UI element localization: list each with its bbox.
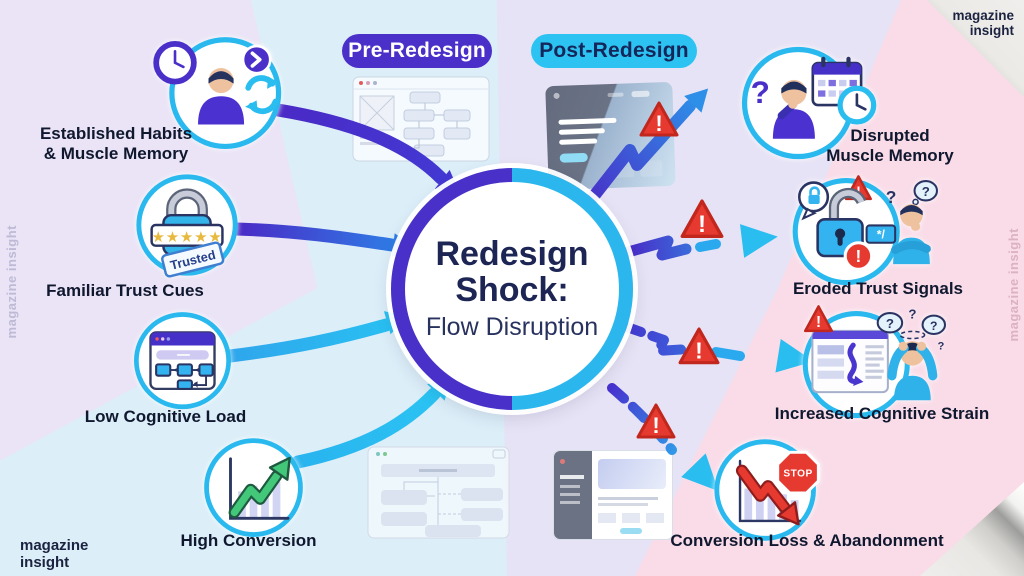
item-label-low-cognitive: Low Cognitive Load — [84, 407, 247, 426]
confused-user-avatar: ? ? — [886, 180, 938, 265]
simple-flowchart-window-icon — [134, 312, 231, 410]
svg-text:?: ? — [886, 316, 894, 331]
svg-text:?: ? — [886, 187, 897, 207]
broken-lock-alert-icon: ! */ ! ? ? — [792, 175, 938, 286]
center-circle: Redesign Shock: Flow Disruption — [391, 168, 633, 410]
arrow-post-strain — [619, 321, 814, 373]
item-label-established-habits: Established Habits & Muscle Memory — [39, 124, 193, 164]
password-field-icon: */ — [865, 224, 897, 244]
pre-redesign-badge: Pre-Redesign — [342, 34, 492, 68]
arrow-post-muscle — [577, 88, 709, 216]
item-label-eroded-trust: Eroded Trust Signals — [792, 279, 964, 298]
warning-triangle-icon: ! — [678, 327, 720, 365]
exclamation-glyph: ! — [698, 211, 706, 238]
exclamation-glyph: ! — [652, 413, 659, 438]
confusing-window — [811, 329, 889, 394]
page-curl-top-right: magazine insight — [927, 0, 1024, 97]
arrow-pre-habits — [271, 103, 460, 193]
arrow-pre-cognitive — [223, 311, 409, 363]
clock-icon — [837, 85, 877, 125]
error-badge-icon: ! — [843, 241, 874, 271]
item-label-disrupted-muscle: Disrupted Muscle Memory — [826, 126, 954, 166]
thinking-user-avatar — [772, 79, 815, 139]
rising-green-arrow-chart-icon — [204, 438, 303, 537]
star-rating: ★★★★★ — [152, 230, 223, 246]
question-glyph: ? — [751, 74, 770, 110]
item-label-high-conversion: High Conversion — [180, 531, 317, 550]
center-subtitle: Flow Disruption — [425, 313, 599, 342]
chevron-right-icon — [241, 44, 272, 75]
svg-text:STOP: STOP — [783, 468, 812, 479]
falling-red-arrow-stop-icon: STOP — [714, 439, 820, 541]
page-curl-fold — [920, 482, 1024, 576]
brand-logo-bottom-left: magazine insight — [20, 537, 89, 571]
item-label-cognitive-strain: Increased Cognitive Strain — [774, 404, 990, 423]
user-avatar — [198, 67, 245, 125]
confused-user-calendar-clock-icon: ? — [741, 46, 877, 160]
svg-text:!: ! — [816, 314, 821, 331]
svg-text:?: ? — [908, 307, 916, 322]
svg-text:?: ? — [930, 319, 937, 333]
clock-icon — [153, 41, 197, 85]
warning-triangle-icon: ! — [639, 101, 679, 137]
exclamation-glyph: ! — [695, 337, 703, 363]
center-title-line1: Redesign — [435, 234, 589, 273]
warning-triangle-icon: ! — [803, 305, 834, 333]
overwhelmed-user-window-icon: ! ? ? ? ? — [802, 305, 947, 419]
page-curl-bottom-right — [920, 482, 1024, 576]
refresh-icon — [245, 75, 279, 115]
trusted-stamp: Trusted — [161, 241, 225, 278]
post-redesign-badge-label: Post-Redesign — [539, 39, 689, 62]
lock-speech-bubble-icon — [798, 181, 830, 221]
warning-triangle-icon: ! — [680, 199, 724, 238]
stressed-user-avatar: ? ? ? ? — [876, 307, 947, 401]
arrow-pre-trust — [230, 222, 415, 258]
brand-logo-top-right: magazine insight — [952, 8, 1014, 39]
watermark-left: magazine insight — [4, 225, 19, 339]
center-title-line2: Shock: — [455, 271, 569, 309]
svg-text:?: ? — [937, 340, 944, 352]
svg-text:!: ! — [856, 246, 862, 266]
warning-triangle-icon: ! — [636, 403, 676, 439]
arrow-post-trust — [622, 224, 778, 261]
lock-five-stars-icon: ★★★★★ Trusted — [136, 174, 238, 278]
item-label-conversion-loss: Conversion Loss & Abandonment — [670, 531, 944, 550]
post-redesign-badge: Post-Redesign — [531, 34, 697, 68]
svg-text:*/: */ — [877, 228, 886, 242]
post-site-wireframe-decoration — [553, 450, 673, 540]
exclamation-glyph: ! — [655, 111, 662, 136]
svg-text:?: ? — [922, 184, 930, 199]
user-clock-refresh-icon — [153, 37, 282, 150]
sitemap-wireframe-decoration — [367, 446, 510, 539]
pre-redesign-badge-label: Pre-Redesign — [348, 39, 486, 62]
item-label-familiar-trust: Familiar Trust Cues — [46, 281, 204, 300]
watermark-right: magazine insight — [1006, 228, 1021, 342]
stop-sign-icon: STOP — [776, 450, 820, 495]
